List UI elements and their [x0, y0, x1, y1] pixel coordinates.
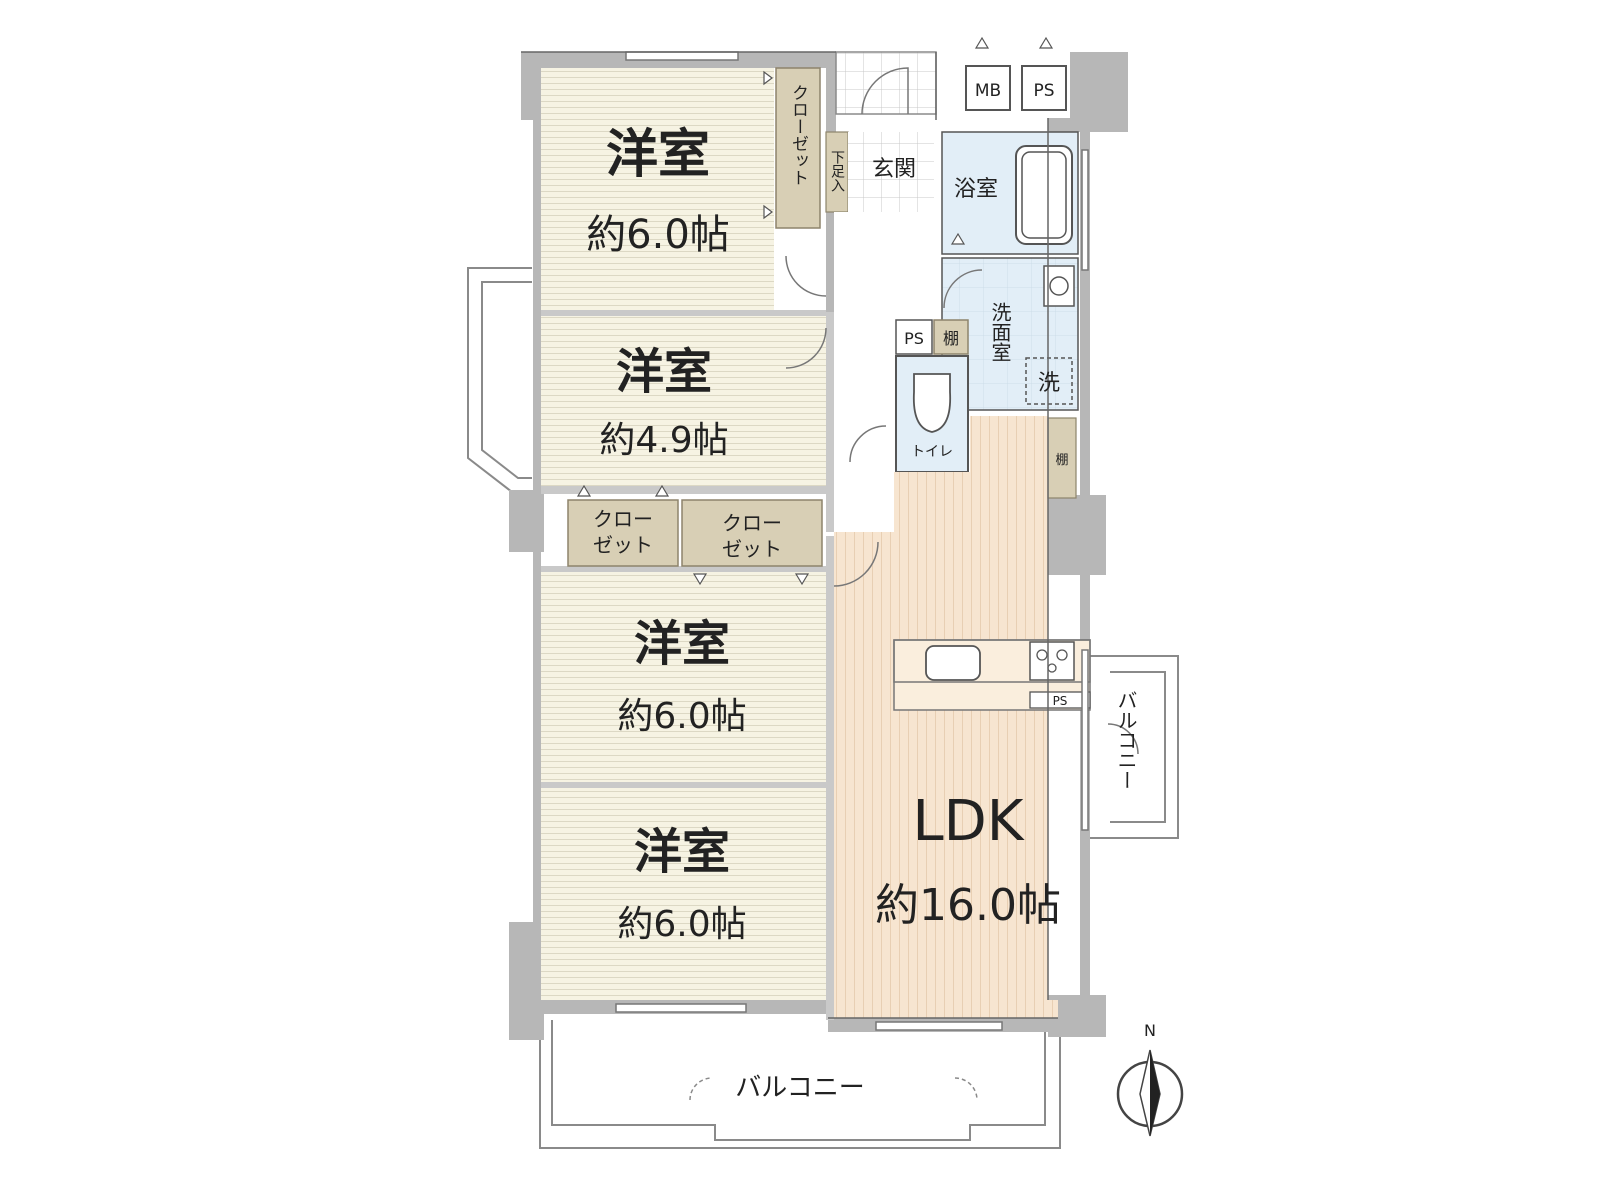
closet-b-label-line1: クロー	[722, 511, 782, 535]
sink-icon	[1043, 265, 1075, 307]
kitchen-sink-icon	[925, 645, 981, 681]
closet-door-markers	[576, 36, 1054, 586]
closet-a-label-line1: クロー	[593, 507, 653, 531]
washer-space	[1025, 357, 1073, 405]
bedroom1-floor	[541, 68, 774, 310]
balcony-bottom-label: バルコニー	[735, 1073, 864, 1103]
shelf-toilet	[933, 319, 969, 355]
bedroom2-door	[785, 327, 827, 369]
ldk-name: LDK	[912, 789, 1024, 854]
ldk-floor	[834, 416, 1058, 1018]
shelf-ldk-label: 棚	[1055, 453, 1068, 468]
ps-top-box	[1021, 65, 1067, 111]
ps-kitchen-box	[1029, 691, 1091, 709]
entrance-floor	[848, 132, 934, 212]
bathtub-icon	[1015, 145, 1073, 245]
bedroom4-floor	[541, 788, 826, 1000]
ps-toilet-label: PS	[904, 329, 924, 348]
ps-toilet-box	[895, 319, 933, 355]
bedroom1-name: 洋室	[606, 125, 710, 185]
entrance-label: 玄関	[872, 157, 916, 182]
bedroom3-name: 洋室	[634, 616, 730, 672]
windows	[615, 51, 1089, 1031]
bedroom3-size: 約6.0帖	[617, 696, 746, 737]
toilet-icon	[912, 373, 952, 433]
ps-top-label: PS	[1033, 81, 1054, 101]
washroom-label: 洗面室	[988, 302, 1012, 362]
closet-vertical-label: クローゼット	[788, 84, 808, 186]
bedroom2-size: 約4.9帖	[599, 420, 728, 461]
balcony-east	[1090, 655, 1179, 839]
closet-a	[567, 499, 679, 567]
shelf-ldk	[1047, 417, 1077, 499]
bedroom2-floor	[541, 316, 826, 486]
ps-kitchen-label: PS	[1053, 694, 1068, 708]
bedroom4-name: 洋室	[634, 824, 730, 880]
entrance-porch	[835, 51, 937, 115]
closet-vertical	[775, 67, 821, 229]
toilet-door	[849, 425, 887, 463]
bedroom4-size: 約6.0帖	[617, 904, 746, 945]
stove-icon	[1029, 641, 1075, 681]
bathroom-label: 浴室	[954, 177, 998, 202]
bedroom2-name: 洋室	[616, 344, 712, 400]
mb-label: MB	[975, 81, 1001, 101]
bay-window	[467, 267, 532, 493]
balcony-south	[539, 1012, 1061, 1149]
balcony-door-east	[1107, 723, 1139, 755]
toilet-label: トイレ	[911, 444, 953, 460]
bedroom1-size: 約6.0帖	[586, 212, 730, 258]
compass: N	[1116, 1021, 1184, 1137]
ldk-door	[833, 541, 879, 587]
closet-a-label-line2: ゼット	[593, 533, 653, 557]
washer-label: 洗	[1038, 371, 1060, 396]
washroom-door	[943, 269, 983, 309]
wall-outline	[521, 51, 1058, 1019]
ldk-size: 約16.0帖	[875, 880, 1061, 931]
bedroom1-door	[785, 255, 827, 297]
closet-b-label-line2: ゼット	[722, 537, 782, 561]
compass-north-label: N	[1144, 1021, 1156, 1040]
entrance-door	[861, 67, 909, 115]
balcony-side-label: バルコニー	[1114, 690, 1138, 790]
shoe-cabinet-label: 下足入	[829, 150, 845, 192]
closet-b	[681, 499, 823, 567]
mb-box	[965, 65, 1011, 111]
shelf-toilet-label: 棚	[943, 329, 959, 348]
bedroom3-floor	[541, 572, 826, 782]
